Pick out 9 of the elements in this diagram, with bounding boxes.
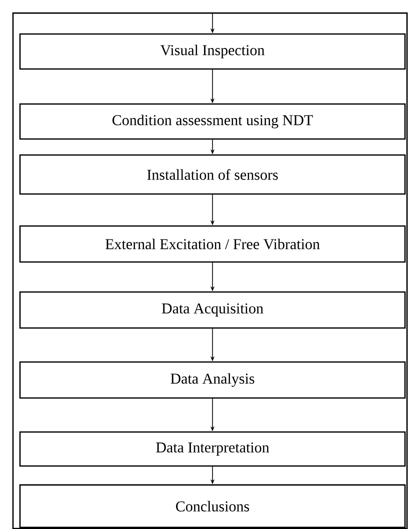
frame [12,12,408,529]
process-box: Data Analysis [19,361,406,399]
process-box: External Excitation / Free Vibration [19,225,406,263]
process-box: Data Interpretation [19,431,406,467]
process-box: Installation of sensors [19,154,406,195]
process-box: Conclusions [19,484,406,528]
process-box: Visual Inspection [19,33,406,70]
process-box: Data Acquisition [19,291,406,329]
process-box: Condition assessment using NDT [19,103,406,140]
